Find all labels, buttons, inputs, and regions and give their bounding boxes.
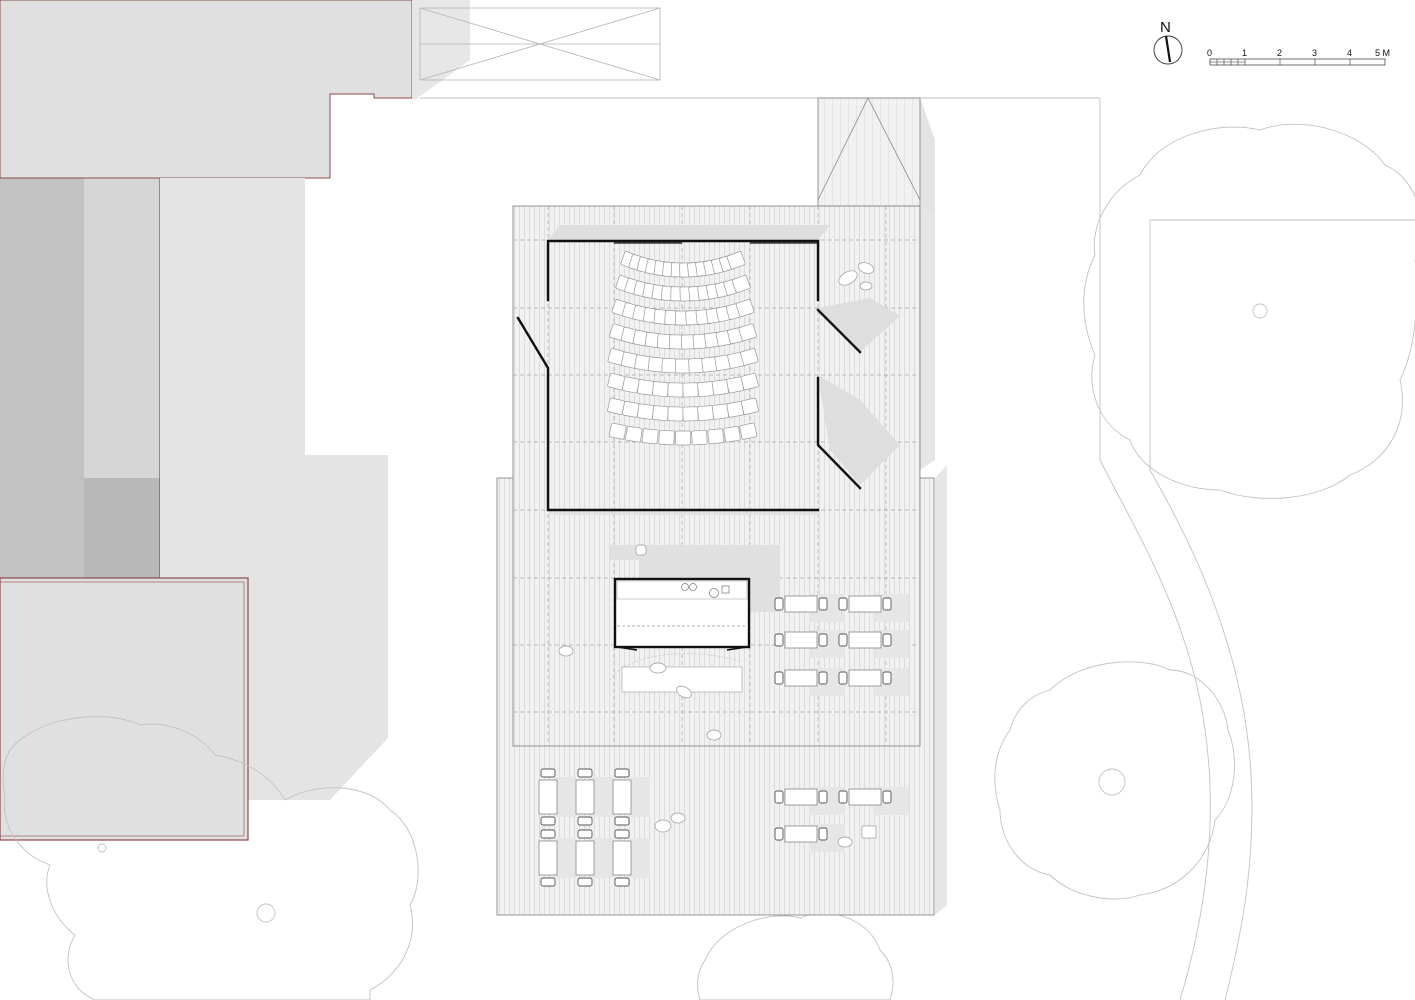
auditorium-seat (637, 403, 655, 420)
auditorium-seat (711, 403, 729, 420)
auditorium-seat (675, 358, 691, 374)
auditorium-seat (707, 428, 725, 445)
auditorium-seat (735, 299, 755, 317)
auditorium-seat (731, 274, 751, 294)
wing-shadow (160, 178, 388, 800)
cafe-table (838, 668, 909, 696)
scale-bar: 0 1 2 3 4 5 M (1207, 48, 1390, 66)
scale-tick-3: 3 (1312, 48, 1317, 58)
tree-south (697, 912, 894, 1000)
cafe-tables (538, 594, 909, 887)
auditorium-seat (739, 422, 758, 440)
trees (2, 97, 1415, 1000)
cafe-table (774, 594, 845, 622)
cafe-table (774, 630, 845, 658)
cafe-table (838, 594, 909, 622)
cafe-table (838, 787, 909, 815)
scale-tick-2: 2 (1277, 48, 1282, 58)
tree-northeast (1083, 123, 1415, 499)
cafe-table (538, 768, 576, 826)
auditorium-seat (622, 376, 640, 394)
north-arrow: N (1153, 19, 1183, 65)
auditorium-seat (682, 382, 699, 398)
auditorium-seat (675, 430, 691, 446)
auditorium-seat (667, 382, 684, 398)
auditorium-seat (641, 428, 659, 445)
wing-mid-dark (84, 478, 160, 578)
auditorium-seat (723, 425, 741, 443)
building-north-shadow (412, 0, 470, 100)
tree-southwest (2, 716, 419, 1000)
people-figures (838, 262, 875, 291)
auditorium-seat (740, 397, 759, 415)
auditorium-seat (711, 379, 729, 396)
wing-mid (84, 178, 160, 478)
cafe-table (612, 768, 650, 826)
scale-tick-4: 4 (1347, 48, 1352, 58)
scale-tick-0: 0 (1207, 48, 1212, 58)
entrance-ramp (817, 97, 935, 215)
existing-buildings (0, 0, 661, 841)
cafe-table (774, 824, 845, 852)
north-arrow-label: N (1160, 19, 1171, 36)
auditorium (516, 225, 900, 612)
wing-dark (0, 178, 84, 578)
cafe-table (575, 829, 613, 887)
auditorium-seat (661, 357, 678, 374)
cafe-table (612, 829, 650, 887)
scale-tick-1: 1 (1242, 48, 1247, 58)
auditorium-seat (691, 429, 708, 446)
auditorium-seat (740, 348, 759, 366)
auditorium-seat (652, 381, 669, 397)
auditorium-seat (622, 400, 640, 418)
building-south (0, 577, 249, 841)
footpath-edge-2 (1149, 219, 1415, 1000)
auditorium-seat (682, 406, 699, 422)
auditorium-seat (658, 429, 675, 446)
north-arrow-needle (1164, 35, 1172, 63)
auditorium-seat (697, 405, 714, 421)
people-lower (654, 812, 877, 848)
scale-tick-5: 5 M (1375, 48, 1390, 58)
cafe-table (538, 829, 576, 887)
auditorium-seat (667, 406, 684, 422)
auditorium-seat (608, 422, 627, 440)
auditorium-seat (738, 323, 757, 342)
footpath-edge-1 (1099, 98, 1211, 1000)
auditorium-seat (637, 379, 655, 396)
seating-rows (607, 251, 759, 446)
auditorium-seat (740, 372, 759, 391)
cafe-table (774, 787, 845, 815)
building-north (0, 0, 413, 179)
tree-east (994, 661, 1235, 900)
bar-kiosk (558, 544, 751, 741)
auditorium-seat (697, 381, 714, 397)
north-canopy (419, 7, 661, 81)
cafe-table (838, 630, 909, 658)
auditorium-seat (652, 405, 669, 421)
north-arrow-circle (1153, 35, 1183, 65)
auditorium-seat (726, 251, 746, 270)
cafe-table (575, 768, 613, 826)
auditorium-seat (625, 425, 643, 443)
